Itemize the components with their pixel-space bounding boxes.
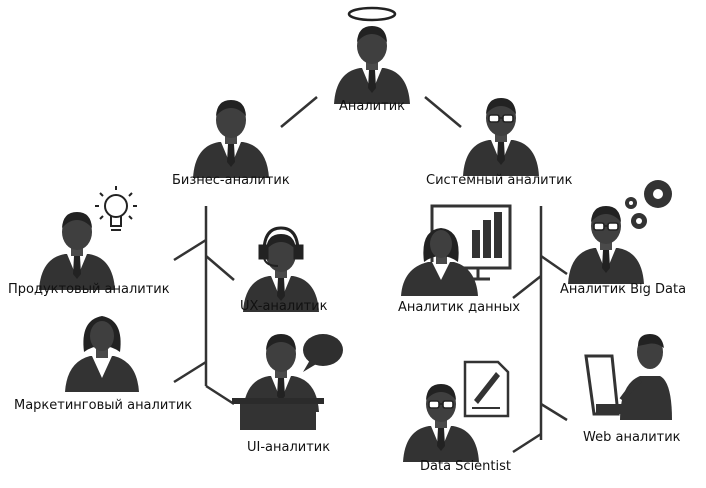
connector-business-marketing	[173, 360, 207, 384]
connector-lines	[173, 96, 568, 454]
halo-icon	[347, 6, 397, 22]
person-icon	[463, 98, 539, 176]
business-analyst-figure	[193, 100, 269, 178]
web-analyst-figure	[584, 334, 672, 420]
label-system-analyst: Системный аналитик	[426, 173, 573, 188]
label-analyst: Аналитик	[339, 99, 405, 114]
label-product-analyst: Продуктовый аналитик	[8, 282, 170, 297]
label-ui-analyst: UI-аналитик	[247, 440, 331, 455]
data-analyst-figure	[401, 204, 512, 296]
label-ux-analyst: UX-аналитик	[240, 299, 328, 314]
lightbulb-icon	[95, 186, 137, 231]
laptop-icon	[232, 398, 324, 430]
analyst-figure	[334, 6, 410, 104]
label-data-analyst: Аналитик данных	[398, 300, 521, 315]
label-marketing-analyst: Маркетинговый аналитик	[14, 398, 193, 413]
connector-analyst-system	[424, 96, 462, 128]
person-icon	[39, 212, 115, 290]
person-icon	[193, 100, 269, 178]
connector-system-web	[540, 402, 568, 422]
data-scientist-figure	[403, 360, 510, 462]
connector-business-product	[173, 238, 207, 262]
label-bigdata-analyst: Аналитик Big Data	[560, 282, 687, 297]
ux-analyst-figure	[243, 226, 319, 312]
connector-analyst-business	[280, 96, 318, 128]
monitor-icon	[584, 354, 634, 416]
system-analyst-figure	[463, 98, 539, 176]
connector-system-scientist	[512, 432, 542, 454]
connector-system-bigdata	[540, 254, 568, 276]
ui-analyst-figure	[232, 334, 343, 430]
connector-business-ui	[205, 384, 235, 406]
label-business-analyst: Бизнес-аналитик	[172, 173, 290, 188]
bigdata-analyst-figure	[568, 180, 672, 284]
product-analyst-figure	[39, 186, 137, 290]
person-icon	[334, 26, 410, 104]
speech-bubble-icon	[303, 334, 343, 372]
label-web-analyst: Web аналитик	[583, 430, 681, 445]
headset-icon	[258, 226, 304, 267]
gears-icon	[625, 180, 672, 229]
pen-document-icon	[463, 360, 510, 418]
marketing-analyst-figure	[65, 316, 139, 392]
label-data-scientist: Data Scientist	[420, 459, 511, 474]
connector-business-ux	[205, 255, 235, 281]
connector-system-data	[512, 275, 542, 299]
